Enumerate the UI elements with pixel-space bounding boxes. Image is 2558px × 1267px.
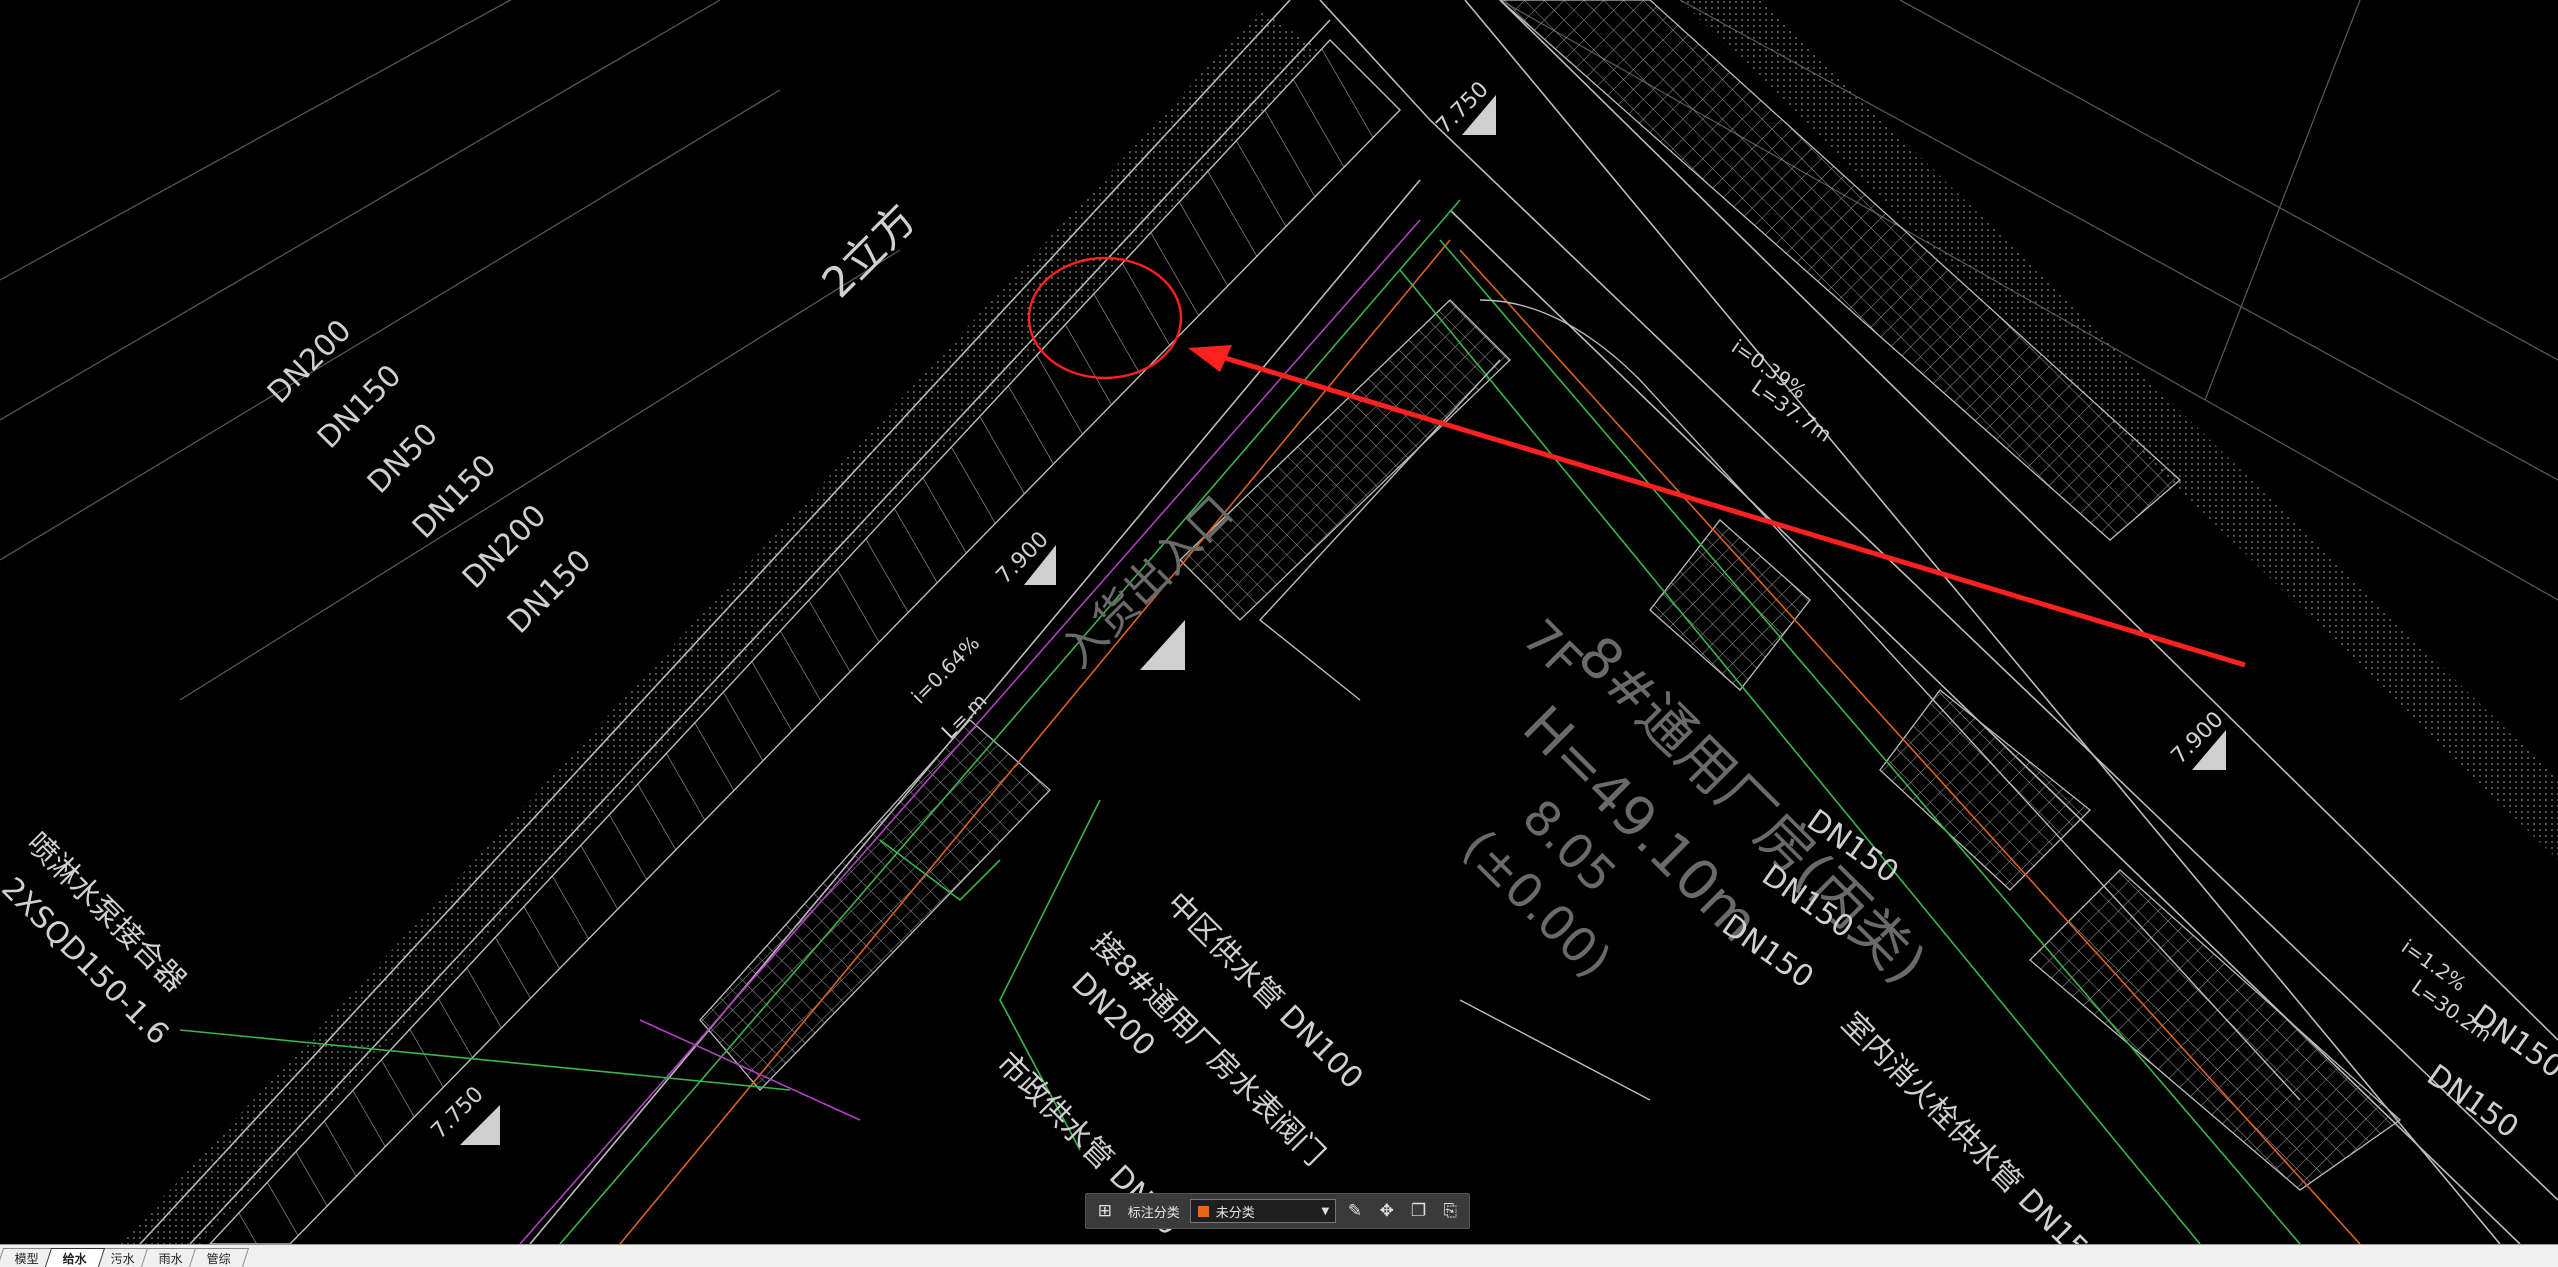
- edit-icon[interactable]: ✎: [1347, 1201, 1363, 1221]
- parking-stalls: [209, 38, 1401, 1244]
- chevron-down-icon: ▼: [1321, 1205, 1330, 1217]
- class-dropdown-value: 未分类: [1215, 1205, 1255, 1221]
- pipe-label: DN150: [311, 358, 408, 455]
- class-color-swatch: [1196, 1204, 1210, 1218]
- pipe-lines: [179, 199, 2361, 1244]
- copy-icon[interactable]: ❐: [1410, 1201, 1427, 1221]
- pipe-label: DN200: [261, 313, 358, 410]
- move-icon[interactable]: ✥: [1379, 1201, 1394, 1221]
- pipe-label: DN150: [2420, 1058, 2524, 1146]
- annotation-highlight[interactable]: [1027, 256, 2246, 668]
- layout-tab-bar: 模型 给水 污水 雨水 管综: [0, 1244, 2558, 1267]
- annotation-class-dropdown[interactable]: 未分类 ▼: [1189, 1199, 1337, 1223]
- planting-beds: [699, 0, 2402, 1191]
- building-outline: [1258, 299, 2301, 1101]
- pipe-label: DN50: [361, 417, 445, 501]
- pipe-label: DN150: [1715, 908, 1819, 996]
- indoor-fire-label: 室内消火栓供水管 DN150: [1834, 1006, 2108, 1244]
- meter-room-label: 接8#通用厂房水表阀门: [1084, 926, 1331, 1173]
- annotation-class-label: 标注分类: [1127, 1205, 1180, 1221]
- area-label: 2立方: [812, 194, 925, 307]
- annotation-toolbar: ⊞ 标注分类 未分类 ▼ ✎ ✥ ❐ ⎘: [1085, 1193, 1470, 1229]
- elevation-markers: [460, 95, 2226, 1145]
- tab-pipe-integration[interactable]: 管综: [188, 1248, 250, 1267]
- middle-supply-label: 中区供水管 DN100: [1159, 886, 1369, 1096]
- paste-icon[interactable]: ⎘: [1443, 1201, 1457, 1221]
- tab-water-supply[interactable]: 给水: [44, 1248, 106, 1267]
- grid-menu-icon[interactable]: ⊞: [1097, 1201, 1112, 1221]
